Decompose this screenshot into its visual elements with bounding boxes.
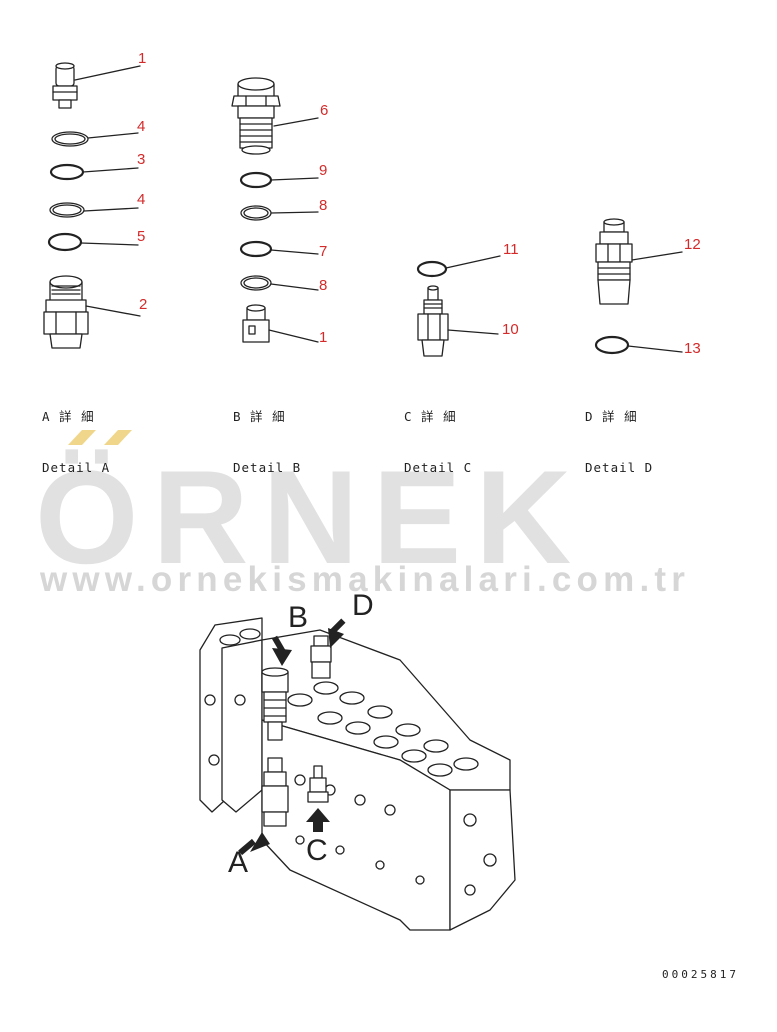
callout-d12: 12 (684, 236, 701, 253)
detail-b-caption: B 詳 細 Detail B (233, 374, 301, 510)
part-b7-o-ring (239, 240, 273, 258)
mounted-valve-b (261, 667, 289, 741)
part-a5-o-ring (47, 232, 83, 252)
detail-d-en: Detail D (585, 460, 654, 475)
part-a4-backup-ring-2 (49, 202, 85, 218)
callout-b7: 7 (319, 243, 328, 260)
detail-a-jp: A 詳 細 (42, 409, 95, 424)
drawing-code: 00025817 (662, 968, 739, 981)
arrow-a (238, 832, 270, 856)
callout-a4-2: 4 (137, 191, 146, 208)
part-a2-valve-body (43, 275, 141, 349)
view-letter-b: B (288, 601, 309, 634)
watermark-brand: ÖRNEK (35, 444, 586, 592)
callout-b1: 1 (319, 329, 328, 346)
detail-d-caption: D 詳 細 Detail D (585, 374, 653, 510)
mounted-valve-a (261, 757, 289, 827)
arrow-d (328, 618, 346, 648)
part-b9-o-ring (239, 171, 273, 189)
part-a4-backup-ring (51, 131, 89, 147)
part-a1-plug (52, 62, 141, 109)
detail-a-en: Detail A (42, 460, 111, 475)
detail-c-jp: C 詳 細 (404, 409, 457, 424)
part-b8-backup-ring-2 (240, 275, 272, 291)
detail-c-en: Detail C (404, 460, 473, 475)
arrow-c (306, 808, 330, 832)
callout-a3: 3 (137, 151, 146, 168)
part-c10-relief-valve (417, 285, 499, 357)
callout-b8: 8 (319, 197, 328, 214)
view-letter-d: D (352, 589, 374, 622)
callout-a1: 1 (138, 50, 147, 67)
callout-a4: 4 (137, 118, 146, 135)
part-c11-o-ring (416, 260, 448, 278)
part-d12-relief-valve (595, 218, 683, 305)
detail-d-jp: D 詳 細 (585, 409, 638, 424)
part-a3-o-ring (49, 163, 85, 181)
watermark-url: www.ornekismakinalari.com.tr (40, 560, 691, 599)
part-d13-o-ring (594, 335, 630, 355)
detail-b-jp: B 詳 細 (233, 409, 286, 424)
view-letter-c: C (306, 834, 328, 867)
callout-a2: 2 (139, 296, 148, 313)
callout-c10: 10 (502, 321, 519, 338)
detail-a-caption: A 詳 細 Detail A (42, 374, 110, 510)
mounted-valve-c (307, 765, 329, 803)
callout-a5: 5 (137, 228, 146, 245)
callout-b9: 9 (319, 162, 328, 179)
control-valve-assembly (199, 617, 516, 931)
block-top-bumps (219, 628, 479, 777)
callout-c11: 11 (503, 241, 519, 258)
part-b6-valve (231, 77, 319, 155)
callout-b8-2: 8 (319, 277, 328, 294)
detail-c-caption: C 詳 細 Detail C (404, 374, 472, 510)
callout-d13: 13 (684, 340, 701, 357)
mounted-valve-d (310, 635, 332, 679)
callout-b6: 6 (320, 102, 329, 119)
view-letter-a: A (228, 846, 249, 879)
detail-b-en: Detail B (233, 460, 302, 475)
arrow-b (271, 635, 292, 666)
part-b1-plug (242, 304, 319, 343)
